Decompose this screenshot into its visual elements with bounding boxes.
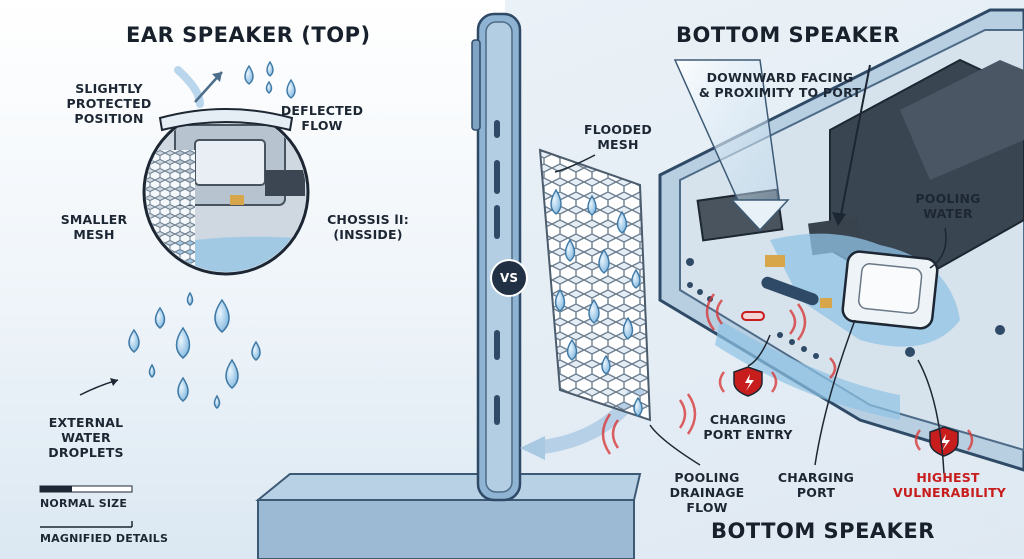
external-droplets-cluster	[128, 291, 261, 409]
legend-magnified-details: MAGNIFIED DETAILS	[40, 532, 169, 545]
flooded-mesh-panel	[538, 148, 652, 422]
vs-badge: VS	[492, 261, 526, 295]
legend-bars	[39, 485, 133, 528]
red-alert-waves	[601, 293, 974, 455]
left-title: EAR SPEAKER (TOP)	[126, 23, 371, 47]
charging-port-highlight	[741, 311, 765, 321]
phone-internals	[658, 8, 1024, 472]
label-downward-facing: DOWNWARD FACING& PROXIMITY TO PORT	[698, 70, 862, 100]
right-bottom-title: BOTTOM SPEAKER	[711, 519, 935, 543]
phone-side-profile	[255, 12, 642, 559]
sparkle-icon	[983, 510, 1003, 530]
deflected-flow-arrow	[174, 66, 223, 108]
legend-normal-size: NORMAL SIZE	[40, 497, 128, 510]
left-panel-background	[0, 0, 540, 559]
downward-beam-arrow	[673, 59, 871, 232]
right-top-title: BOTTOM SPEAKER	[676, 23, 900, 47]
top-water-droplets	[244, 60, 296, 99]
shield-alert-icon	[733, 366, 763, 397]
label-chassis-inside: CHOSSIS lI:(INSSIDE)	[327, 212, 409, 242]
shield-alert-icon	[929, 426, 959, 457]
